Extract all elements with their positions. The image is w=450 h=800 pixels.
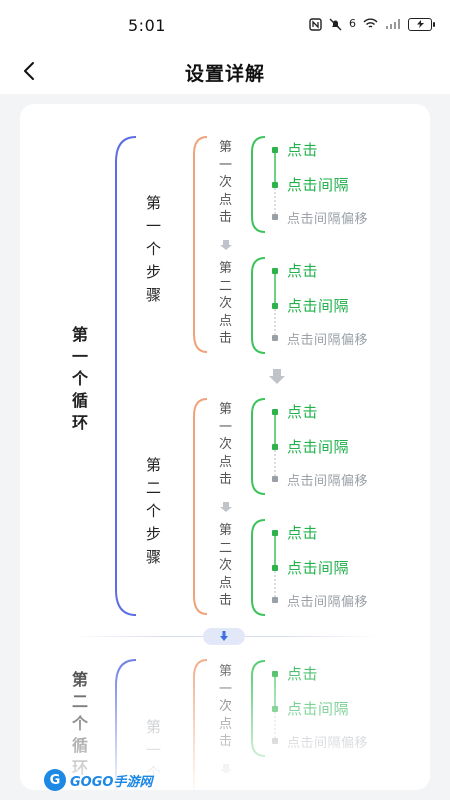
interval-dot [272,303,278,309]
click-dot [272,671,278,677]
status-icons: 6 [309,17,435,31]
loop-1-label: 第一个循环 [72,325,89,432]
item-interval: 点击间隔 [287,559,350,577]
arrow-down-icon [220,631,228,641]
interval-dot [272,565,278,571]
click-dot [272,530,278,536]
offset-dot [272,335,278,341]
item-offset: 点击间隔偏移 [287,595,369,610]
status-bar: 5:01 6 [0,0,450,52]
step-1-label: 第一个步骤 [146,194,162,304]
click-4-label: 第二次点击 [219,523,233,608]
page-title: 设置详解 [184,63,265,85]
item-interval: 点击间隔 [287,438,350,456]
click-3-label: 第一次点击 [219,402,233,487]
interval-dot [272,444,278,450]
item-interval: 点击间隔 [287,297,350,315]
offset-dot [272,214,278,220]
item-click: 点击 [287,524,319,542]
click-dot [272,268,278,274]
item-offset: 点击间隔偏移 [287,333,369,348]
status-time: 5:01 [128,16,166,35]
chevron-left-icon [24,62,34,80]
click-1-label: 第一次点击 [219,140,233,225]
offset-dot [272,597,278,603]
click-dot [272,409,278,415]
watermark-logo: G GOGO手游网 [44,768,152,792]
item-click: 点击 [287,665,319,683]
interval-dot [272,182,278,188]
loop-2-label: 第二个循环 [72,670,89,777]
item-interval: 点击间隔 [287,176,350,194]
watermark-text: GOGO手游网 [70,774,153,790]
click-dot [272,147,278,153]
wifi-icon [363,18,378,28]
header: 设置详解 [0,52,450,94]
item-offset: 点击间隔偏移 [287,474,369,489]
mute-icon [329,18,342,30]
item-offset: 点击间隔偏移 [287,736,369,751]
item-offset: 点击间隔偏移 [287,212,369,227]
loop-divider-pill [203,628,245,645]
back-button[interactable] [14,56,44,86]
item-click: 点击 [287,403,319,421]
nfc-icon [309,17,322,31]
signal-icon [386,19,400,29]
interval-dot [272,706,278,712]
watermark-badge: G [44,769,66,791]
wifi-label: 6 [349,17,356,30]
click-5-label: 第一次点击 [219,664,233,749]
click-2-label: 第二次点击 [219,261,233,346]
offset-dot [272,738,278,744]
offset-dot [272,476,278,482]
item-click: 点击 [287,141,319,159]
step-2-label: 第二个步骤 [146,456,162,566]
item-click: 点击 [287,262,319,280]
battery-icon [408,17,435,31]
diagram-card: 第一个循环 第二个循环 第一个步骤 第二个步骤 第一个 第一次点击 第二次点击 … [20,104,430,790]
item-interval: 点击间隔 [287,700,350,718]
